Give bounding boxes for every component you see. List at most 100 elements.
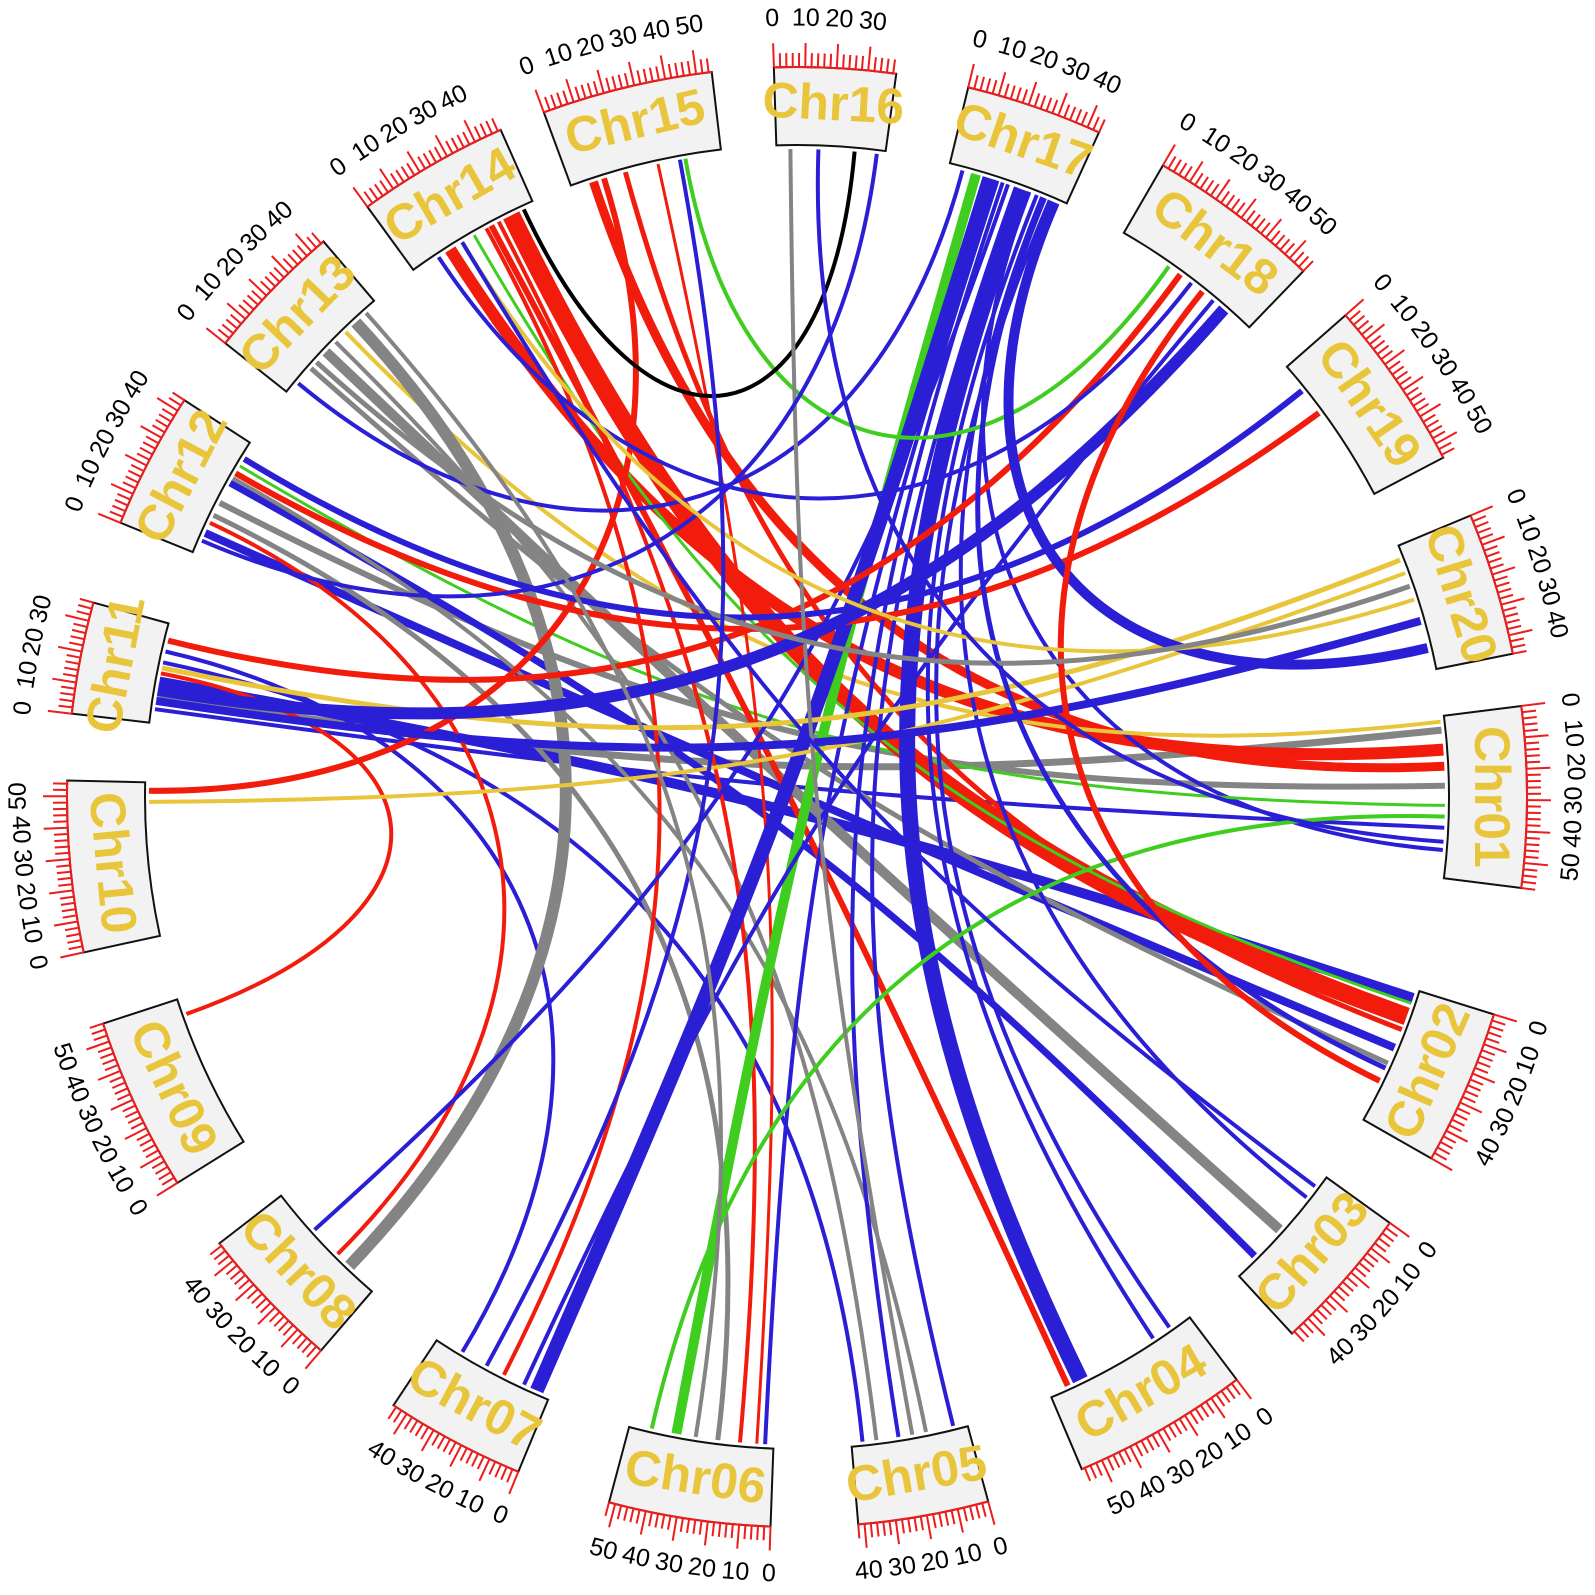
scale-tick (462, 131, 471, 146)
scale-tick-label: 0 (765, 4, 780, 32)
scale-tick (1230, 198, 1241, 211)
scale-tick (306, 236, 318, 249)
scale-tick (660, 1514, 666, 1529)
scale-tick-label: 0 (1368, 268, 1398, 297)
scale-tick (1474, 521, 1489, 529)
synteny-link-chr20-chr14 (460, 241, 1415, 654)
scale-tick (1302, 1322, 1314, 1334)
scale-tick (857, 1524, 861, 1539)
scale-tick (124, 1127, 147, 1140)
scale-tick (1469, 1078, 1484, 1086)
scale-tick (97, 1069, 121, 1081)
scale-tick (53, 920, 78, 927)
chromosome-label: Chr16 (761, 71, 905, 134)
scale-tick (91, 1028, 106, 1035)
scale-tick (1521, 887, 1536, 891)
scale-tick (604, 1502, 610, 1517)
scale-tick (956, 1508, 964, 1533)
synteny-link-chr11-chr18 (167, 272, 1183, 683)
scale-baseline (119, 399, 186, 524)
synteny-link-chr07-chr11 (165, 649, 556, 1353)
scale-tick (1362, 1257, 1375, 1268)
scale-tick (1511, 643, 1526, 649)
scale-tick-label: 10 (1510, 1042, 1546, 1078)
scale-tick (1342, 1281, 1354, 1292)
synteny-link-chr08-chr17 (313, 183, 1010, 1232)
synteny-link-chr18-chr11 (156, 305, 1229, 720)
scale-tick (71, 628, 86, 635)
scale-tick (1526, 830, 1551, 834)
scale-tick (565, 78, 575, 103)
scale-tick-label: 10 (1510, 510, 1546, 546)
scale-tick (962, 1507, 968, 1522)
scale-tick (139, 1155, 162, 1169)
scale-tick (1487, 1031, 1502, 1038)
scale-tick (756, 1525, 759, 1540)
scale-tick-label: 30 (1560, 786, 1588, 814)
scale-tick (257, 1306, 276, 1325)
scale-tick (1358, 1262, 1371, 1273)
scale-tick (409, 1419, 419, 1434)
scale-tick (1003, 83, 1010, 98)
scale-tick (60, 692, 75, 696)
synteny-link-chr16-chr05 (788, 148, 915, 1436)
scale-tick (406, 150, 421, 173)
scale-tick (471, 1453, 480, 1467)
scale-tick (1307, 1317, 1326, 1337)
scale-tick-label: 10 (16, 913, 48, 945)
scale-tick (116, 1093, 131, 1101)
scale-tick (655, 66, 660, 81)
scale-tick (1051, 99, 1059, 114)
scale-tick (1063, 104, 1071, 119)
scale-tick (1476, 1060, 1491, 1068)
scale-tick (680, 61, 685, 76)
scale-tick (1462, 1095, 1476, 1104)
scale-tick (938, 1512, 943, 1527)
scale-tick (1183, 165, 1193, 179)
scale-tick (1129, 1446, 1143, 1469)
scale-tick-label: 20 (919, 1545, 951, 1577)
scale-tick (273, 1315, 285, 1328)
scale-tick (829, 53, 833, 68)
scale-baseline (858, 1500, 989, 1526)
scale-tick (392, 1409, 403, 1423)
scale-tick (389, 173, 400, 186)
scale-tick (907, 1518, 912, 1533)
scale-tick (692, 1519, 697, 1534)
scale-tick (1215, 1393, 1226, 1407)
scale-tick-label: 50 (4, 782, 32, 810)
scale-tick (53, 820, 68, 823)
scale-tick (65, 614, 89, 622)
scale-tick (635, 1509, 641, 1524)
scale-tick (1459, 1101, 1483, 1114)
scale-tick (1499, 593, 1514, 600)
scale-tick (97, 1046, 112, 1054)
scale-tick (1173, 1421, 1183, 1435)
scale-tick (1162, 1427, 1172, 1442)
scale-tick (479, 123, 488, 137)
scale-tick (842, 54, 845, 69)
scale-baseline (102, 1023, 179, 1184)
scale-tick (674, 62, 679, 78)
scale-tick-label: 10 (1388, 1257, 1427, 1296)
synteny-link-chr05-chr13 (334, 340, 879, 1441)
scale-tick-label: 40 (854, 1555, 884, 1585)
scale-tick (442, 1438, 451, 1453)
scale-tick-label: 20 (11, 881, 42, 912)
scale-tick (1432, 430, 1446, 440)
scale-tick (45, 858, 70, 863)
scale-tick (124, 453, 148, 467)
scale-tick (296, 1337, 308, 1350)
scale-tick (1525, 836, 1540, 840)
scale-tick (975, 1504, 981, 1519)
scale-tick (271, 255, 290, 274)
scale-tick (93, 1034, 108, 1042)
scale-tick (255, 1297, 268, 1309)
scale-tick-label: 10 (792, 4, 820, 32)
scale-tick (292, 249, 304, 261)
scale-tick-label: 40 (1540, 608, 1573, 641)
